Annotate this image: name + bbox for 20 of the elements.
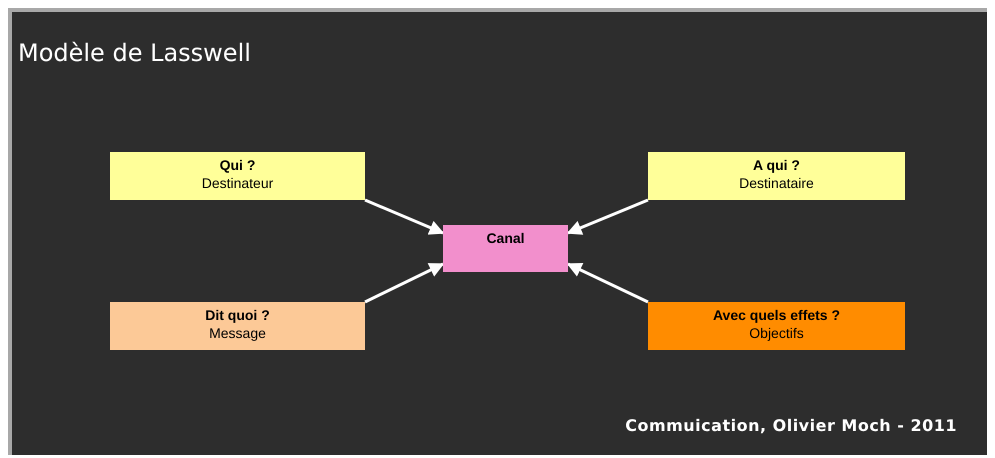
arrow [566,198,649,235]
box-subtitle: Destinataire [739,174,814,192]
arrow [566,262,649,304]
box-subtitle: Destinateur [202,174,274,192]
text-box [110,152,365,200]
arrow [364,198,444,235]
text-box [110,302,365,350]
box-heading: Dit quoi ? [205,306,270,324]
box-heading: Avec quels effets ? [712,306,840,324]
box-subtitle: Message [209,324,266,342]
arrow [364,262,444,304]
slide-title: Modèle de Lasswell [18,41,251,65]
caption: Commuication, Olivier Moch - 2011 [625,418,957,434]
box-heading: Qui ? [220,156,256,174]
box-subtitle: Objectifs [749,324,804,342]
text-box [648,152,905,200]
text-box [443,225,568,272]
box-heading: Canal [486,229,525,247]
text-box [648,302,905,350]
box-heading: A qui ? [753,156,800,174]
